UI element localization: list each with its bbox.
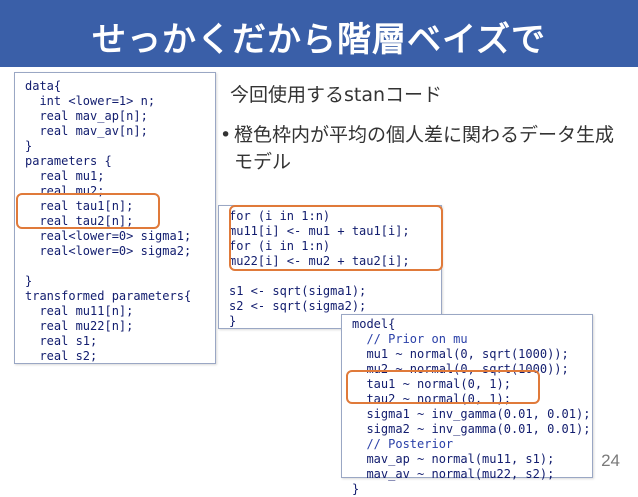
code-line: mav_ap ~ normal(mu11, s1); bbox=[352, 452, 555, 466]
highlight-mu-transform bbox=[229, 205, 443, 271]
code-line: } bbox=[25, 274, 33, 288]
code-line: for (i in 1:n) bbox=[229, 239, 331, 253]
page-number: 24 bbox=[601, 451, 620, 470]
code-line: real mav_av[n]; bbox=[25, 124, 148, 138]
code-line: sigma2 ~ inv_gamma(0.01, 0.01); bbox=[352, 422, 591, 436]
code-line: real mu1; bbox=[25, 169, 105, 183]
highlight-tau-prior bbox=[346, 370, 540, 404]
code-line: } bbox=[229, 314, 237, 328]
code-line: real mu11[n]; bbox=[25, 304, 134, 318]
code-line: real<lower=0> sigma2; bbox=[25, 244, 192, 258]
code-line: real s2; bbox=[25, 349, 98, 363]
code-line: data{ bbox=[25, 79, 62, 93]
code-line: } bbox=[25, 139, 33, 153]
code-line: sigma1 ~ inv_gamma(0.01, 0.01); bbox=[352, 407, 591, 421]
code-line: real tau1[n]; bbox=[25, 199, 134, 213]
code-line: // Prior on mu bbox=[352, 332, 468, 346]
heading-text: 今回使用するstanコード bbox=[230, 84, 443, 106]
code-line: real mav_ap[n]; bbox=[25, 109, 148, 123]
code-line: mav_av ~ normal(mu22, s2); bbox=[352, 467, 555, 481]
code-line: } bbox=[352, 482, 360, 496]
code-line: transformed parameters{ bbox=[25, 289, 192, 303]
code-line: int <lower=1> n; bbox=[25, 94, 156, 108]
code-line: real<lower=0> sigma1; bbox=[25, 229, 192, 243]
code-line: mu1 ~ normal(0, sqrt(1000)); bbox=[352, 347, 569, 361]
code-line: s2 <- sqrt(sigma2); bbox=[229, 299, 367, 313]
code-line: tau1 ~ normal(0, 1); bbox=[352, 377, 511, 391]
title-bar: せっかくだから階層ベイズで bbox=[0, 0, 638, 67]
code-line: model{ bbox=[352, 317, 396, 331]
code-line: real mu22[n]; bbox=[25, 319, 134, 333]
bullet-text: 橙色枠内が平均の個人差に関わるデータ生成モデル bbox=[234, 124, 615, 173]
code-line: mu22[i] <- mu2 + tau2[i]; bbox=[229, 254, 410, 268]
code-line: s1 <- sqrt(sigma1); bbox=[229, 284, 367, 298]
code-line: real s1; bbox=[25, 334, 98, 348]
code-line: real tau2[n]; bbox=[25, 214, 134, 228]
bullet-icon: • bbox=[220, 124, 232, 146]
code-line: mu2 ~ normal(0, sqrt(1000)); bbox=[352, 362, 569, 376]
slide-title: せっかくだから階層ベイズで bbox=[92, 20, 546, 60]
code-line: parameters { bbox=[25, 154, 112, 168]
code-panel-model: model{ // Prior on mu mu1 ~ normal(0, sq… bbox=[341, 314, 593, 496]
code-line: for (i in 1:n) bbox=[229, 209, 331, 223]
code-panel-data-parameters: data{ int <lower=1> n; real mav_ap[n]; r… bbox=[14, 72, 216, 364]
code-line: // Posterior bbox=[352, 437, 454, 451]
code-line: mu11[i] <- mu1 + tau1[i]; bbox=[229, 224, 410, 238]
highlight-tau-params bbox=[16, 193, 160, 229]
